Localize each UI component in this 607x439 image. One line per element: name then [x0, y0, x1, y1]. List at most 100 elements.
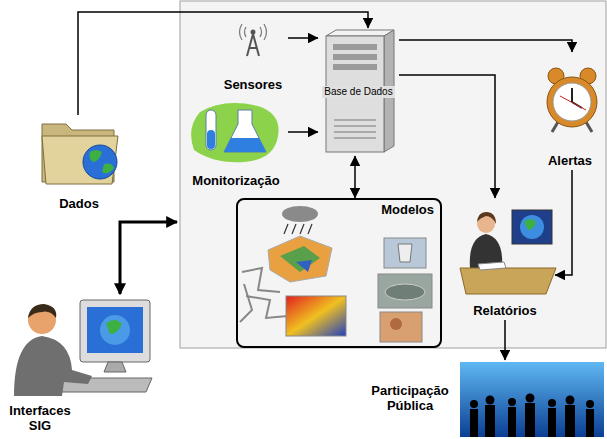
reporter-icon [460, 210, 556, 294]
folder-icon [83, 145, 117, 179]
reporter-icon [512, 210, 552, 244]
gis-user-icon [87, 307, 143, 353]
gis-link-line [120, 222, 177, 294]
data-node: Dados [34, 115, 124, 213]
alarm-clock-icon [560, 96, 586, 110]
model-images [268, 236, 332, 282]
node-label: Modelos [381, 203, 434, 218]
node-label: Monitorização [192, 174, 279, 189]
model-images [240, 206, 432, 342]
flow-arrow [399, 75, 495, 198]
reporter-icon [524, 219, 536, 230]
alarm-clock-icon [553, 83, 591, 121]
models-box: Modelos [236, 198, 442, 348]
public-participation-image [508, 398, 516, 406]
reports-node: Relatórios [455, 198, 555, 320]
gis-user-icon [80, 300, 150, 362]
reporter-icon [477, 212, 496, 224]
model-images [240, 268, 288, 322]
public-participation-image [526, 394, 535, 403]
model-images [280, 246, 320, 272]
public-participation-image [486, 396, 495, 405]
gis-user-icon [14, 300, 152, 396]
server-icon [333, 64, 377, 70]
server-icon [334, 120, 376, 138]
public-participation-image [548, 399, 556, 407]
server-icon [333, 44, 377, 50]
alarm-clock-icon [547, 68, 597, 132]
model-images [286, 296, 346, 336]
monitoring-node: Monitorização [184, 100, 288, 190]
model-images [390, 318, 402, 330]
public-participation-image [470, 394, 594, 438]
gis-user-icon [104, 362, 126, 372]
node-label: Interfaces SIG [4, 404, 76, 434]
node-label: Dados [59, 197, 99, 212]
reporter-icon [520, 215, 544, 239]
gis-link-line [120, 222, 177, 294]
flow-arrow [555, 170, 572, 275]
alarm-clock-icon [547, 77, 597, 127]
gis-user-icon [100, 315, 130, 345]
system-panel [180, 1, 606, 348]
antenna-icon [240, 24, 267, 40]
public-participation-node: Participação Pública [362, 360, 605, 438]
antenna-icon [240, 24, 267, 56]
lab-flask-icon [224, 138, 266, 152]
public-participation-image [548, 408, 556, 437]
model-images [385, 284, 425, 300]
flow-arrow [78, 12, 368, 115]
flow-arrow [354, 156, 356, 198]
node-label: Participação Pública [364, 384, 456, 414]
server-icon [333, 54, 377, 60]
public-participation-image [485, 405, 495, 437]
model-images [398, 244, 412, 262]
public-participation-image [508, 407, 516, 437]
node-label: Relatórios [473, 304, 537, 319]
lab-flask-icon [206, 110, 216, 150]
flow-arrow [504, 320, 506, 360]
public-participation-image [586, 400, 594, 408]
folder-icon [90, 150, 115, 173]
server-icon [326, 30, 394, 36]
flow-arrow [288, 131, 318, 133]
model-images [284, 224, 312, 234]
public-participation-image [565, 405, 575, 437]
gis-interface-node: Interfaces SIG [4, 290, 164, 436]
gis-user-icon [28, 304, 56, 318]
alert-node: Alertas [536, 52, 604, 170]
node-label: Sensores [224, 78, 283, 93]
public-participation-image [586, 409, 594, 437]
lab-flask-icon [224, 110, 266, 152]
public-participation-image [460, 362, 604, 437]
public-participation-image [566, 396, 575, 405]
public-participation-image [460, 362, 604, 437]
flow-arrow [288, 37, 318, 39]
model-images [296, 260, 312, 272]
model-images [378, 274, 432, 308]
lab-flask-icon [191, 103, 278, 162]
node-label: Alertas [548, 154, 592, 169]
gis-user-icon [106, 320, 122, 334]
lab-flask-icon [191, 103, 278, 162]
public-participation-image [470, 400, 478, 408]
model-images [384, 238, 426, 268]
folder-icon [42, 136, 118, 184]
reporter-icon [478, 262, 506, 270]
sensor-node: Sensores [218, 18, 288, 94]
antenna-icon [251, 30, 256, 35]
public-participation-image [470, 409, 478, 437]
database-node: Base de Dados [318, 28, 399, 156]
gis-user-icon [14, 336, 92, 396]
model-images [282, 206, 318, 222]
node-label: Base de Dados [322, 86, 394, 98]
model-images [380, 312, 422, 342]
public-participation-image [525, 403, 535, 437]
reporter-icon [460, 268, 556, 294]
lab-flask-icon [207, 130, 215, 149]
folder-icon [42, 124, 118, 184]
